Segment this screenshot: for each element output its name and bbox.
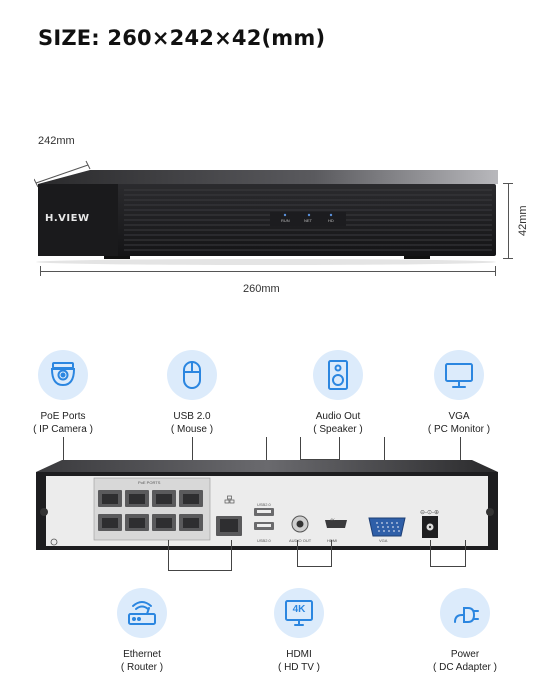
- feature-label-usb: USB 2.0 ( Mouse ): [170, 411, 214, 435]
- connector-line-power: [430, 540, 466, 567]
- led-label-run: RUN: [281, 218, 290, 223]
- speaker-icon: [313, 350, 363, 400]
- audio-out-label: AUDIO OUT: [289, 538, 312, 543]
- feature-label-poe: PoE Ports ( IP Camera ): [33, 411, 93, 435]
- height-dimension-tick-bottom: [503, 258, 513, 259]
- hdtv-icon: 4K: [274, 588, 324, 638]
- led-label-hd: HD: [328, 218, 334, 223]
- usb-label-bottom: USB2.0: [257, 538, 271, 543]
- width-label: 260mm: [243, 283, 280, 295]
- feature-label-hdmi: HDMI ( HD TV ): [277, 649, 321, 673]
- page-title: SIZE: 260×242×42(mm): [38, 26, 326, 50]
- power-polarity-label: ⊖-⊙-⊕: [420, 510, 440, 516]
- height-label: 42mm: [517, 205, 529, 236]
- nvr-front-view: [36, 170, 498, 265]
- feature-label-power: Power ( DC Adapter ): [433, 649, 497, 673]
- depth-dimension-line: [34, 160, 91, 188]
- hdmi-4k-label: 4K: [330, 517, 335, 522]
- connector-line-audio: [300, 437, 340, 460]
- feature-label-vga: VGA ( PC Monitor ): [427, 411, 491, 435]
- width-dimension-line: [40, 271, 495, 272]
- ip-camera-icon: [38, 350, 88, 400]
- nvr-rear-view: [36, 460, 498, 550]
- monitor-icon: [434, 350, 484, 400]
- mouse-icon: [167, 350, 217, 400]
- height-dimension-tick-top: [503, 183, 513, 184]
- connector-line-ethernet: [168, 540, 232, 571]
- router-icon: [117, 588, 167, 638]
- hdmi-port-label: HDMI: [327, 538, 338, 543]
- vga-port-label: VGA: [379, 538, 388, 543]
- width-dimension-tick-left: [40, 266, 41, 276]
- brand-logo: H.VIEW: [45, 213, 90, 224]
- depth-label: 242mm: [38, 135, 75, 147]
- power-plug-icon: [440, 588, 490, 638]
- feature-label-audio: Audio Out ( Speaker ): [313, 411, 363, 435]
- led-label-net: NET: [304, 218, 312, 223]
- poe-ports-label: PoE PORTS: [138, 480, 161, 485]
- feature-label-ethernet: Ethernet ( Router ): [120, 649, 164, 673]
- usb-label-top: USB2.0: [257, 502, 271, 507]
- height-dimension-line: [508, 183, 509, 258]
- hdtv-4k-text: 4K: [292, 604, 306, 615]
- width-dimension-tick-right: [495, 266, 496, 276]
- connector-line-hdmi: [297, 540, 332, 567]
